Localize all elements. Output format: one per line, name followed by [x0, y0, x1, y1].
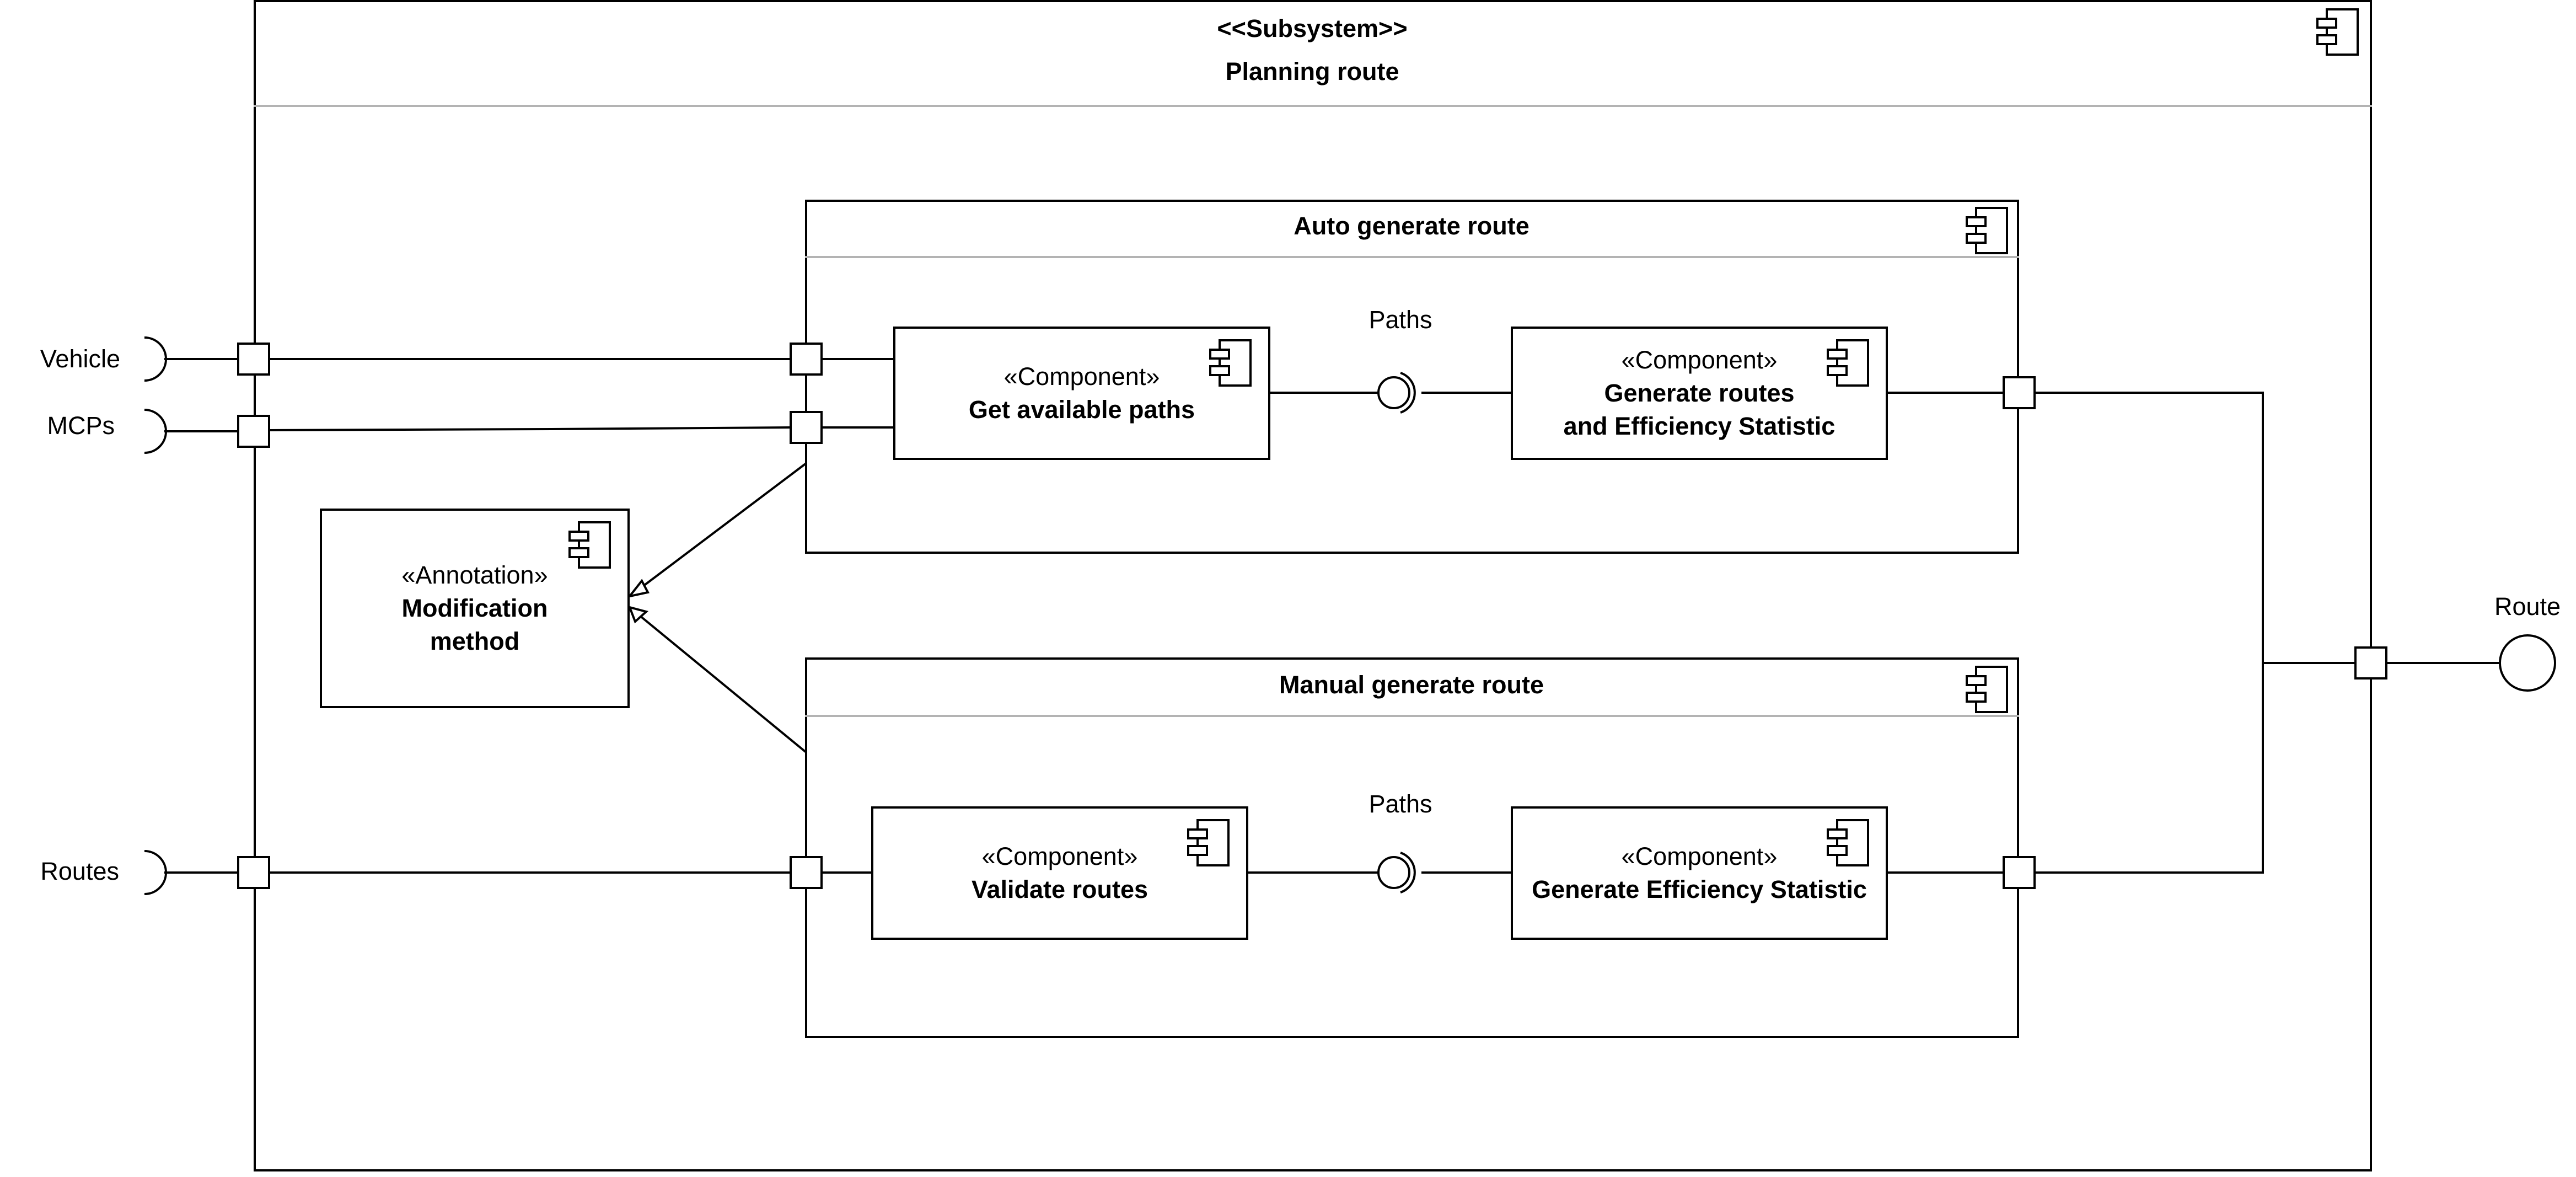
- subsystem-stereotype: <<Subsystem>>: [1217, 14, 1408, 42]
- paths-manual-socket: [1400, 852, 1416, 894]
- mcps-socket: [144, 409, 167, 454]
- route-interface-label: Route: [2494, 592, 2561, 620]
- mcps-line-inner: [270, 426, 790, 431]
- paths-manual-interface-label: Paths: [1368, 790, 1432, 818]
- mcps-auto-port[interactable]: [790, 411, 823, 444]
- vehicle-auto-port[interactable]: [790, 343, 823, 376]
- component-icon: [2316, 8, 2359, 56]
- auto-realization-arrowhead: [627, 579, 650, 598]
- component-name: Generate Efficiency Statistic: [1532, 875, 1867, 903]
- manual-generate-route-title: Manual generate route: [1279, 671, 1544, 699]
- component-stereotype: «Component»: [1003, 362, 1160, 390]
- manual-output-port[interactable]: [2003, 856, 2036, 889]
- auto-output-line: [2036, 392, 2264, 663]
- paths-auto-interface-label: Paths: [1368, 306, 1432, 334]
- auto-generate-route-title: Auto generate route: [1294, 212, 1530, 240]
- vehicle-socket: [144, 336, 167, 382]
- subsystem-title: Planning route: [1225, 57, 1399, 85]
- mcps-subsystem-port[interactable]: [237, 415, 270, 448]
- component-icon: [1187, 819, 1230, 866]
- get-available-paths-component[interactable]: «Component» Get available paths: [893, 327, 1270, 460]
- validate-routes-component[interactable]: «Component» Validate routes: [871, 806, 1248, 940]
- auto-realization-line: [640, 462, 807, 589]
- component-icon: [1209, 339, 1252, 387]
- component-name-line2: and Efficiency Statistic: [1563, 412, 1836, 440]
- annotation-stereotype: «Annotation»: [401, 561, 548, 589]
- annotation-name-line1: Modification: [401, 594, 548, 622]
- auto-output-port[interactable]: [2003, 376, 2036, 409]
- generate-routes-component[interactable]: «Component» Generate routes and Efficien…: [1511, 327, 1888, 460]
- routes-interface-label: Routes: [40, 857, 119, 885]
- auto-header-separator: [805, 256, 2019, 258]
- routes-subsystem-port[interactable]: [237, 856, 270, 889]
- paths-manual-ball: [1377, 856, 1410, 889]
- route-lollipop: [2499, 634, 2556, 692]
- generate-efficiency-statistic-component[interactable]: «Component» Generate Efficiency Statisti…: [1511, 806, 1888, 940]
- paths-auto-ball: [1377, 376, 1410, 409]
- manual-realization-arrowhead: [627, 606, 649, 624]
- component-name-line1: Generate routes: [1604, 379, 1795, 407]
- mcps-interface-label: MCPs: [47, 411, 115, 440]
- manual-header-separator: [805, 715, 2019, 717]
- manual-realization-line: [638, 614, 807, 753]
- manual-output-line: [2036, 663, 2264, 874]
- routes-manual-port[interactable]: [790, 856, 823, 889]
- component-icon: [1966, 666, 2008, 713]
- subsystem-header-separator: [254, 105, 2372, 107]
- component-stereotype: «Component»: [981, 842, 1138, 870]
- modification-method-annotation[interactable]: «Annotation» Modification method: [320, 509, 630, 708]
- routes-socket: [144, 850, 167, 895]
- component-icon: [1966, 207, 2008, 254]
- component-name: Validate routes: [971, 875, 1149, 903]
- route-subsystem-port[interactable]: [2354, 646, 2387, 680]
- paths-auto-socket: [1400, 372, 1416, 414]
- vehicle-interface-label: Vehicle: [40, 345, 120, 373]
- component-icon: [1827, 339, 1869, 387]
- component-stereotype: «Component»: [1621, 346, 1778, 374]
- manual-generate-route-container: [805, 657, 2019, 1038]
- vehicle-subsystem-port[interactable]: [237, 343, 270, 376]
- subsystem-frame: [254, 0, 2372, 1171]
- component-icon: [1827, 819, 1869, 866]
- component-icon: [568, 521, 611, 569]
- annotation-name-line2: method: [430, 627, 520, 655]
- component-name: Get available paths: [968, 395, 1195, 424]
- component-stereotype: «Component»: [1621, 842, 1778, 870]
